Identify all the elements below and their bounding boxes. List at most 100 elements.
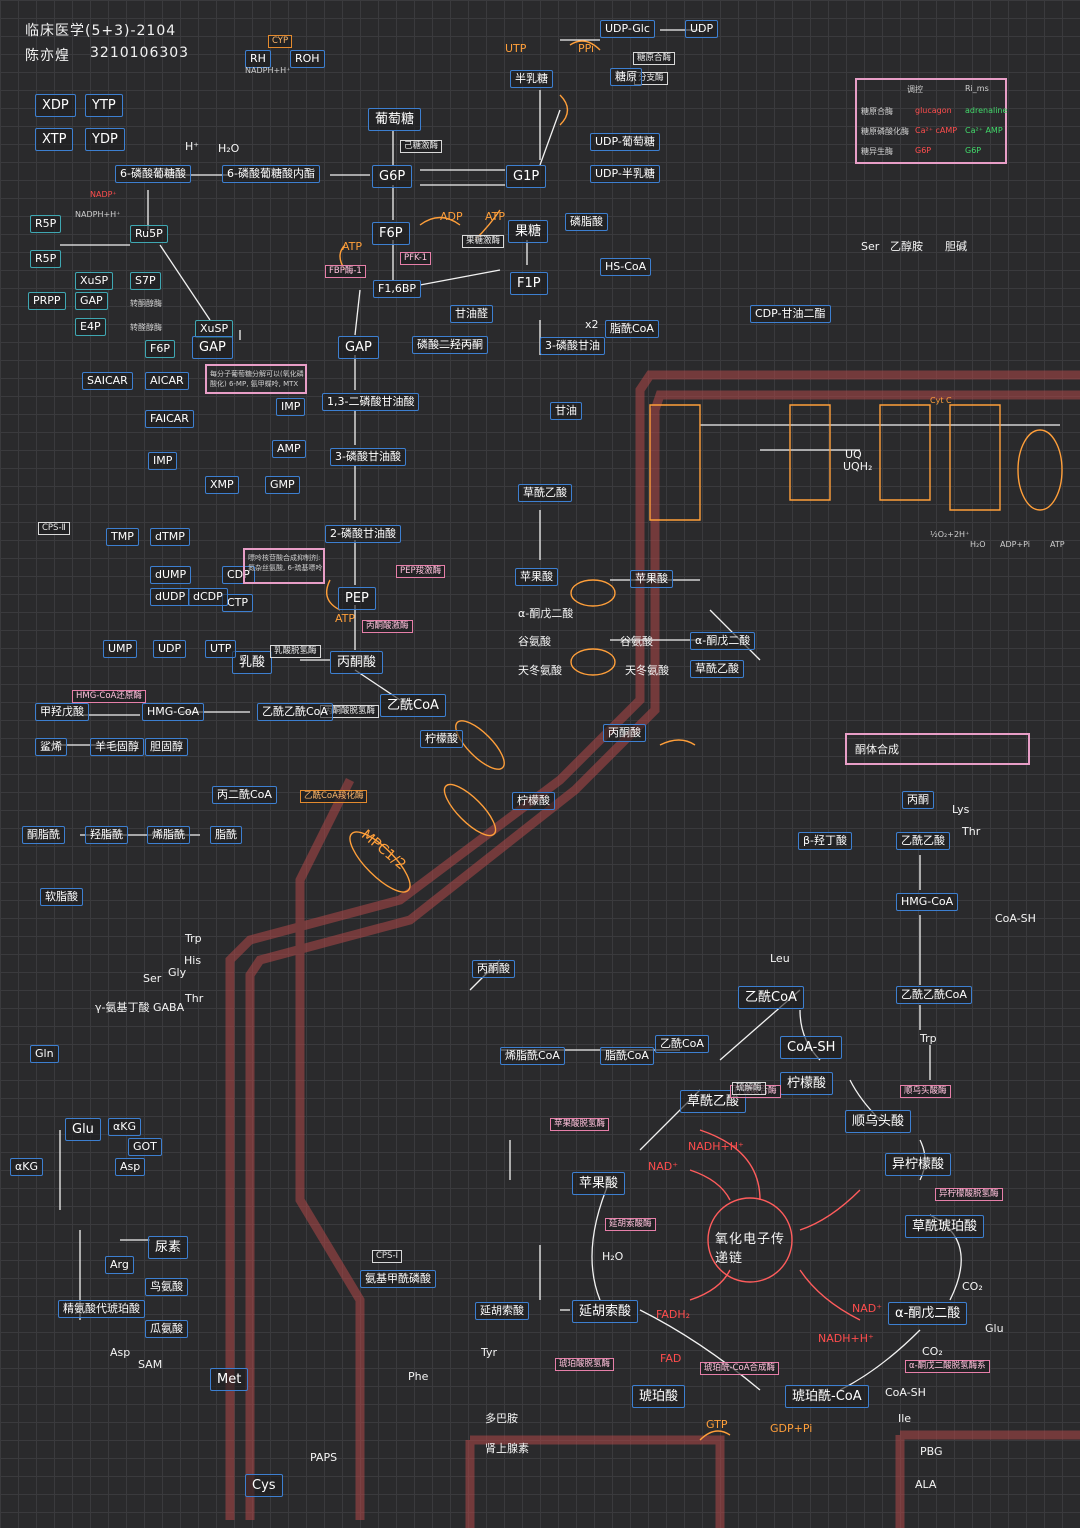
acetyl-beta-node: 乙酰CoA	[655, 1035, 709, 1053]
bpg13-node: 1,3-二磷酸甘油酸	[322, 393, 420, 411]
lanosterol-node: 羊毛固醇	[90, 738, 144, 756]
rh-node: RH	[245, 50, 271, 68]
fructokinase-enzyme: 果糖激酶	[462, 235, 505, 248]
imp-node-2: IMP	[276, 398, 306, 416]
sdh-enzyme: 琥珀酸脱氢酶	[555, 1358, 615, 1371]
nadp-label: NADP⁺	[90, 190, 117, 199]
etc-adp-label: ADP+Pi	[1000, 540, 1031, 549]
acetyl-coa-node: 乙酰CoA	[380, 694, 446, 717]
lys-label: Lys	[952, 803, 970, 816]
tmp-node: TMP	[106, 528, 139, 546]
akg-node: α-酮戊二酸	[888, 1302, 968, 1325]
sam-label: SAM	[138, 1358, 163, 1371]
ethanolamine-label: 乙醇胺	[890, 240, 923, 253]
main-arrows	[59, 29, 1060, 1391]
trp-label-ketone: Trp	[920, 1032, 937, 1045]
ppi-label: PPi	[578, 42, 595, 55]
amp-node: AMP	[272, 440, 306, 458]
dtmp-node: dTMP	[150, 528, 190, 546]
his-label: His	[184, 954, 202, 967]
gaba-label: γ-氨基丁酸 GABA	[95, 1001, 185, 1014]
oxaloacetate-shuttle-node: 草酰乙酸	[518, 484, 572, 502]
fumarase-enzyme: 延胡索酸酶	[605, 1218, 656, 1231]
etc-cytc-label: Cyt C	[930, 396, 952, 405]
glu-shuttle-label-out: 谷氨酸	[518, 635, 551, 648]
pyruvate-mito-node: 丙酮酸	[603, 724, 646, 742]
met-node: Met	[210, 1368, 249, 1391]
regulation-row-1: 糖原合酶	[861, 107, 893, 116]
carbamoyl-node: 氨基甲酰磷酸	[360, 1270, 436, 1288]
pep-node: PEP	[338, 587, 376, 610]
akg-shuttle-label: α-酮戊二酸	[518, 607, 574, 620]
coa-sh-ketone: CoA-SH	[995, 912, 1036, 925]
akgdh-enzyme: α-酮戊二酸脱氢酶系	[905, 1360, 990, 1373]
palmitate-node: 软脂酸	[40, 888, 83, 906]
fumarate-node: 延胡索酸	[572, 1300, 639, 1323]
s7p-node: S7P	[130, 272, 161, 290]
succinate-node: 琥珀酸	[632, 1385, 686, 1408]
gdp-label: GDP+Pi	[770, 1422, 813, 1435]
nadh-label-1: NADH+H⁺	[688, 1140, 744, 1153]
gap-node-ppp: GAP	[75, 292, 108, 310]
pfk-enzyme: PFK-1	[400, 252, 432, 265]
atp-label-pep: ATP	[335, 612, 356, 625]
squalene-node: 鲨烯	[35, 738, 67, 756]
dna-note: 每分子葡萄糖分解可以(氧化磷酸化) 6-MP, 氨甲蝶呤, MTX	[210, 370, 304, 388]
cps1-enzyme: CPS-Ⅰ	[372, 1250, 403, 1263]
nadh-label-2: NADH+H⁺	[818, 1332, 874, 1345]
purine-note-box: 嘌呤核苷酸合成抑制剂: 氮杂丝氨酸, 6-巯基嘌呤	[243, 548, 325, 584]
cyp-enzyme: CYP	[268, 35, 293, 48]
ketone-title: 酮体合成	[855, 743, 899, 756]
purine-note: 嘌呤核苷酸合成抑制剂: 氮杂丝氨酸, 6-巯基嘌呤	[248, 554, 323, 572]
arg-urea-node: Arg	[105, 1256, 134, 1274]
asp-shuttle-label-in: 天冬氨酸	[625, 664, 669, 677]
xdp-node: XDP	[35, 94, 76, 117]
gap-node-left: GAP	[192, 336, 233, 359]
xtp-node: XTP	[35, 128, 74, 151]
acetoacetate-node: 乙酰乙酸	[896, 832, 950, 850]
enoyl-fa-node: 烯脂酰	[147, 826, 190, 844]
glycogen-node: 糖原	[610, 68, 642, 86]
h2o-label-tca: H₂O	[602, 1250, 624, 1263]
g6p-node: G6P	[372, 165, 413, 188]
ile-label-tca: Ile	[898, 1412, 912, 1425]
etc-atp-label: ATP	[1050, 540, 1065, 549]
citrate-node: 柠檬酸	[780, 1072, 834, 1095]
page-title: 临床医学(5+3)-2104	[25, 23, 177, 39]
fumarate-urea-node: 延胡索酸	[475, 1302, 529, 1320]
pyruvate-mito-node-2: 丙酮酸	[472, 960, 515, 978]
coa-sh-tca-node: CoA-SH	[780, 1036, 843, 1059]
asp-amino-node: Asp	[115, 1158, 146, 1176]
acc-enzyme: 乙酰CoA羧化酶	[300, 790, 368, 803]
citrulline-node: 瓜氨酸	[145, 1320, 188, 1338]
ytp-node: YTP	[85, 94, 123, 117]
atp-label-1: ATP	[342, 240, 363, 253]
thiolase-enzyme: 硫解酶	[732, 1082, 766, 1095]
regulation-row-3: 糖异生酶	[861, 147, 893, 156]
udp-node: UDP	[685, 20, 719, 38]
etc-o2-label: ½O₂+2H⁺	[930, 530, 970, 539]
choline-label: 胆碱	[945, 240, 967, 253]
pgl-node: 6-磷酸葡糖酸	[115, 165, 191, 183]
x2-label: x2	[585, 318, 599, 331]
e4p-node: E4P	[75, 318, 106, 336]
gmp-node: GMP	[265, 476, 300, 494]
asp-urea-label: Asp	[110, 1346, 131, 1359]
r5p-node-2: R5P	[30, 250, 62, 268]
ctp-node: CTP	[222, 594, 254, 612]
roh-node: ROH	[290, 50, 325, 68]
ketoacyl-node: 酮脂酰	[22, 826, 65, 844]
regulation-act-3: G6P	[965, 146, 982, 155]
malate-shuttle-node-out: 苹果酸	[515, 568, 558, 586]
h-label: H⁺	[185, 140, 200, 153]
oxaloacetate-mito-node: 草酰乙酸	[690, 660, 744, 678]
regulation-row-2: 糖原磷酸化酶	[861, 127, 909, 136]
ala-label: ALA	[915, 1478, 937, 1491]
xmp-node: XMP	[205, 476, 239, 494]
ru5p-node: Ru5P	[130, 225, 168, 243]
udp-pyr-node: UDP	[153, 640, 187, 658]
dudp-node: dUDP	[150, 588, 191, 606]
oxalosuccinate-node: 草酰琥珀酸	[905, 1215, 985, 1238]
regulation-inh-3: G6P	[915, 146, 932, 155]
pyruvate-node: 丙酮酸	[330, 651, 384, 674]
